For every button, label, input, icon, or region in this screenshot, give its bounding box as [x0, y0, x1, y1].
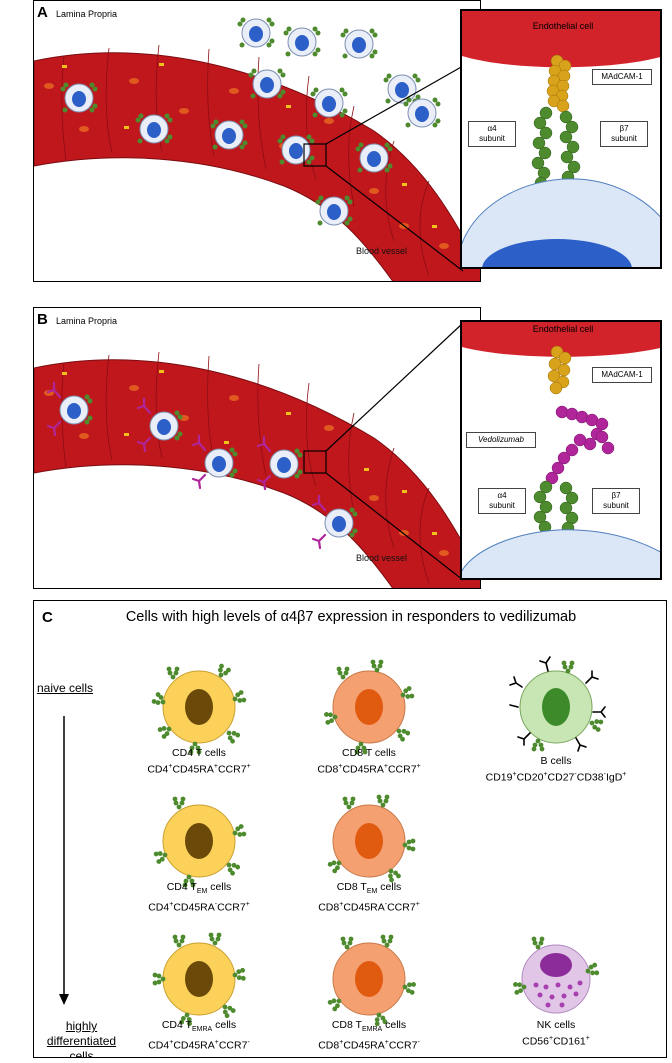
- panel-b: B Lamina Propria Blood vessel: [33, 307, 481, 589]
- panel-label-c: C: [42, 609, 53, 626]
- panel-c-title: Cells with high levels of α4β7 expressio…: [125, 609, 577, 625]
- lymphocyte-membrane: [462, 529, 660, 578]
- panel-a-illustration: [34, 17, 480, 281]
- blood-vessel: [34, 52, 480, 281]
- panel-label-b: B: [37, 311, 48, 328]
- cd4-t-cell-label: CD4 T cells CD4+CD45RA+CCR7+: [147, 747, 251, 776]
- cd4-t-cell: [150, 662, 247, 755]
- alpha4-chain: [533, 480, 553, 534]
- lymphocyte: [135, 113, 173, 144]
- endothelial-cell-shape: [462, 322, 660, 357]
- b-cell: [509, 656, 606, 752]
- lamina-propria-label: Lamina Propria: [56, 316, 118, 326]
- endothelial-cell-shape: [462, 11, 660, 68]
- cd4-tem-cell: [153, 796, 247, 888]
- madcam-callout: MAdCAM-1: [592, 69, 652, 85]
- cd8-temra-label: CD8 TEMRA cells CD8+CD45RA+CCR7-: [318, 1019, 420, 1052]
- vessel-cell-borders: [61, 44, 430, 277]
- naive-cells-label: naive cells: [36, 681, 94, 695]
- cd8-t-cell: [323, 659, 415, 755]
- madcam-1-chain: [547, 345, 572, 395]
- lymphocyte-membrane: [462, 178, 660, 267]
- lymphocyte: [355, 142, 393, 173]
- lymphocyte-nucleus: [482, 239, 632, 267]
- nk-cell-label: NK cells CD56+CD161+: [522, 1019, 590, 1048]
- beta7-chain: [559, 481, 579, 535]
- vedolizumab-antibody: [545, 405, 615, 485]
- vedolizumab-callout: Vedolizumab: [466, 432, 536, 448]
- endothelial-cell-label: Endothelial cell: [532, 21, 594, 31]
- lymphocyte: [248, 68, 286, 99]
- blood-vessel: [34, 359, 480, 588]
- madcam-1-chain: [546, 54, 572, 113]
- lymphocyte: [383, 73, 421, 104]
- zoom-b-illustration: [462, 322, 660, 578]
- cd4-temra-label: CD4 TEMRA cells CD4+CD45RA+CCR7-: [148, 1019, 250, 1052]
- lymphocyte: [283, 26, 321, 57]
- lymphocyte: [310, 87, 348, 118]
- endothelial-cell-label: Endothelial cell: [532, 324, 594, 334]
- blood-vessel-label: Blood vessel: [356, 553, 408, 563]
- lymphocyte: [237, 17, 275, 48]
- madcam-callout: MAdCAM-1: [592, 367, 652, 383]
- lymphocyte: [60, 82, 98, 113]
- cd4-temra-cell: [152, 932, 246, 1027]
- lymphocyte: [340, 28, 378, 59]
- b-cell-label: B cells CD19+CD20+CD27-CD38-IgD+: [485, 755, 627, 784]
- zoom-a-illustration: [462, 11, 660, 267]
- panel-label-a: A: [37, 4, 48, 21]
- zoom-box: [303, 450, 327, 474]
- lymphocyte: [210, 119, 248, 150]
- arrow-head-icon: [59, 994, 69, 1005]
- panel-b-illustration: [34, 322, 480, 588]
- cd8-temra-cell: [326, 934, 417, 1027]
- blood-vessel-label: Blood vessel: [356, 246, 408, 256]
- panel-a: A Lamina Propria Blood vessel: [33, 0, 481, 282]
- lamina-propria-label: Lamina Propria: [56, 9, 118, 19]
- zoom-panel-b: Endothelial cell MAdCAM-1 Vedolizumab α4…: [460, 320, 662, 580]
- madcam-dots: [62, 370, 437, 535]
- cd4-tem-label: CD4 TEM cells CD4+CD45RA-CCR7+: [148, 881, 250, 914]
- cd8-tem-label: CD8 TEM cells CD8+CD45RA-CCR7+: [318, 881, 420, 914]
- nk-cell: [512, 936, 600, 1014]
- lymphocyte: [277, 134, 315, 165]
- cd8-t-cell-label: CD8 T cells CD8+CD45RA+CCR7+: [317, 747, 421, 776]
- alpha4-chain: [531, 106, 553, 190]
- lymphocyte: [315, 195, 353, 226]
- zoom-box: [303, 143, 327, 167]
- cd8-tem-cell: [326, 794, 416, 884]
- lymphocyte: [403, 97, 441, 128]
- panel-c-illustration: [59, 656, 606, 1027]
- panel-c: C Cells with high levels of α4β7 express…: [33, 600, 667, 1058]
